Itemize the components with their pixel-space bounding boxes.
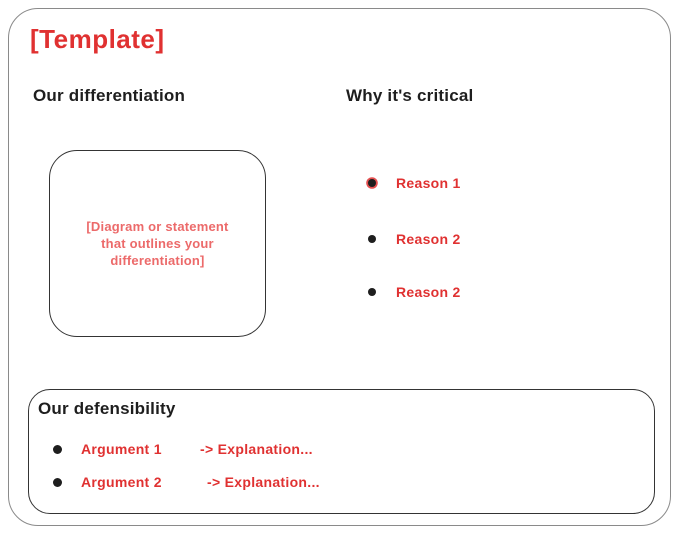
differentiation-box: [Diagram or statement that outlines your… bbox=[49, 150, 266, 337]
bullet-icon bbox=[368, 179, 376, 187]
bullet-icon bbox=[368, 235, 376, 243]
reason-row: Reason 1 bbox=[368, 175, 461, 191]
critical-heading: Why it's critical bbox=[346, 86, 474, 105]
argument-label: Argument 2 bbox=[81, 474, 162, 490]
defensibility-heading: Our defensibility bbox=[38, 399, 176, 418]
reason-label: Reason 1 bbox=[396, 175, 461, 191]
placeholder-line-3: differentiation] bbox=[110, 253, 205, 268]
reason-row: Reason 2 bbox=[368, 231, 461, 247]
explanation-label: -> Explanation... bbox=[200, 441, 313, 457]
explanation-label: -> Explanation... bbox=[207, 474, 320, 490]
reason-label: Reason 2 bbox=[396, 284, 461, 300]
differentiation-heading: Our differentiation bbox=[33, 86, 186, 105]
argument-row: Argument 1 -> Explanation... bbox=[53, 441, 473, 457]
reason-label: Reason 2 bbox=[396, 231, 461, 247]
differentiation-placeholder-text: [Diagram or statement that outlines your… bbox=[86, 218, 228, 269]
placeholder-line-1: [Diagram or statement bbox=[86, 219, 229, 234]
argument-label: Argument 1 bbox=[81, 441, 162, 457]
bullet-icon bbox=[53, 444, 62, 454]
argument-row: Argument 2 -> Explanation... bbox=[53, 474, 473, 490]
reason-row: Reason 2 bbox=[368, 284, 461, 300]
defensibility-box bbox=[28, 389, 655, 514]
slide-title: [Template] bbox=[30, 24, 165, 54]
bullet-icon bbox=[368, 288, 376, 296]
bullet-icon bbox=[53, 477, 62, 487]
placeholder-line-2: that outlines your bbox=[101, 236, 214, 251]
